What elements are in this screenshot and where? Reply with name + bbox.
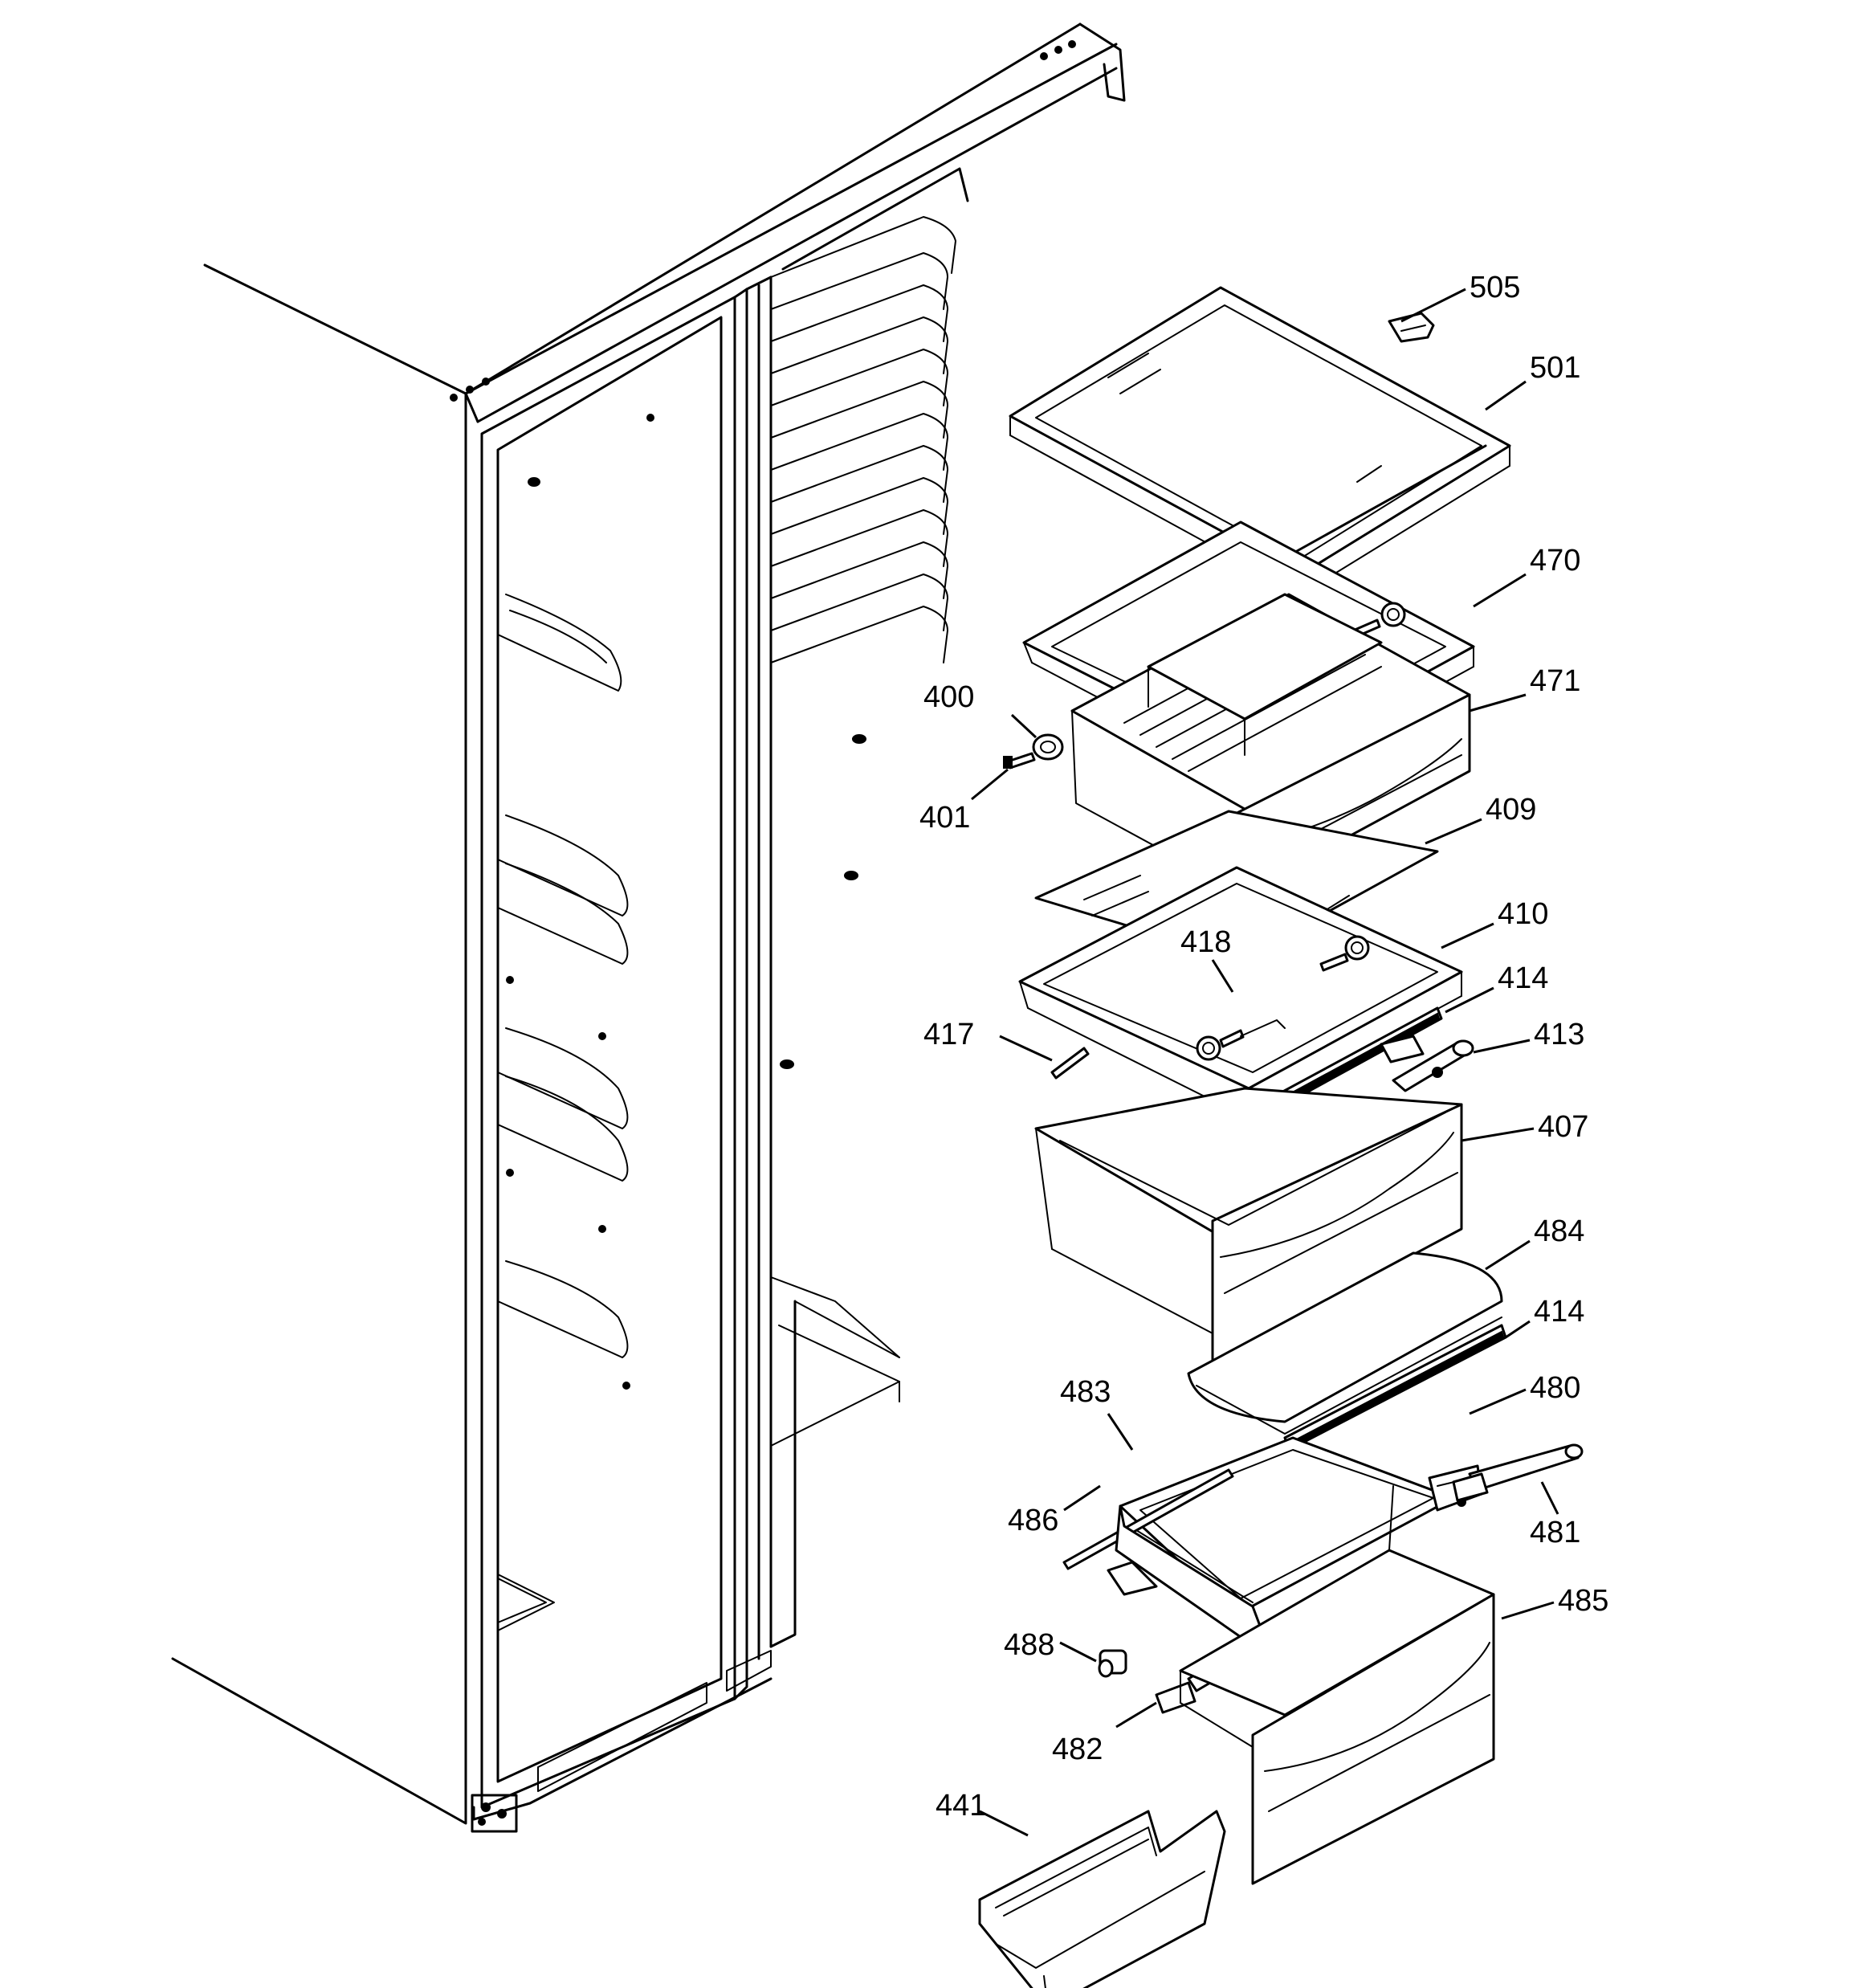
- callout-417: 417: [923, 1018, 974, 1051]
- callout-471: 471: [1530, 664, 1580, 698]
- callout-414-lower: 414: [1534, 1295, 1584, 1329]
- callout-505: 505: [1470, 271, 1520, 304]
- callout-418: 418: [1180, 925, 1231, 959]
- callout-501: 501: [1530, 351, 1580, 385]
- callout-409: 409: [1486, 793, 1536, 827]
- callout-407: 407: [1538, 1110, 1588, 1144]
- callout-labels: 505 501 470 471 400 401 409 410 418 414 …: [919, 271, 1608, 1823]
- callout-414-upper: 414: [1498, 961, 1548, 995]
- freezer-shelves: [770, 216, 956, 663]
- callout-485: 485: [1558, 1584, 1608, 1618]
- part-485-bottom-drawer: [1179, 1485, 1495, 1885]
- callout-488: 488: [1004, 1628, 1054, 1662]
- door-shelves: [497, 594, 629, 1631]
- callout-486: 486: [1008, 1504, 1058, 1537]
- part-441-bin: [978, 1810, 1226, 1988]
- callout-413: 413: [1534, 1018, 1584, 1051]
- callout-400: 400: [923, 680, 974, 714]
- part-484-cover: [1187, 1251, 1503, 1435]
- callout-470: 470: [1530, 544, 1580, 578]
- part-401-screw: [1003, 752, 1036, 769]
- callout-401: 401: [919, 801, 970, 835]
- part-417-rail: [1050, 1047, 1090, 1080]
- leader-lines: [971, 288, 1559, 1837]
- part-413-pivot: [1380, 1035, 1474, 1092]
- refrigerator-cabinet: [171, 22, 1126, 1833]
- callout-480: 480: [1530, 1371, 1580, 1405]
- callout-482: 482: [1052, 1733, 1103, 1766]
- callout-410: 410: [1498, 897, 1548, 931]
- part-483-rail: [1062, 1468, 1234, 1570]
- callout-441: 441: [936, 1789, 986, 1823]
- callout-483: 483: [1060, 1375, 1111, 1409]
- part-400-roller: [1032, 733, 1064, 761]
- callout-484: 484: [1534, 1214, 1584, 1248]
- callout-481: 481: [1530, 1516, 1580, 1549]
- part-488-roller: [1098, 1649, 1127, 1678]
- part-407-drawer: [1034, 1087, 1463, 1363]
- part-481-bracket: [1452, 1443, 1584, 1502]
